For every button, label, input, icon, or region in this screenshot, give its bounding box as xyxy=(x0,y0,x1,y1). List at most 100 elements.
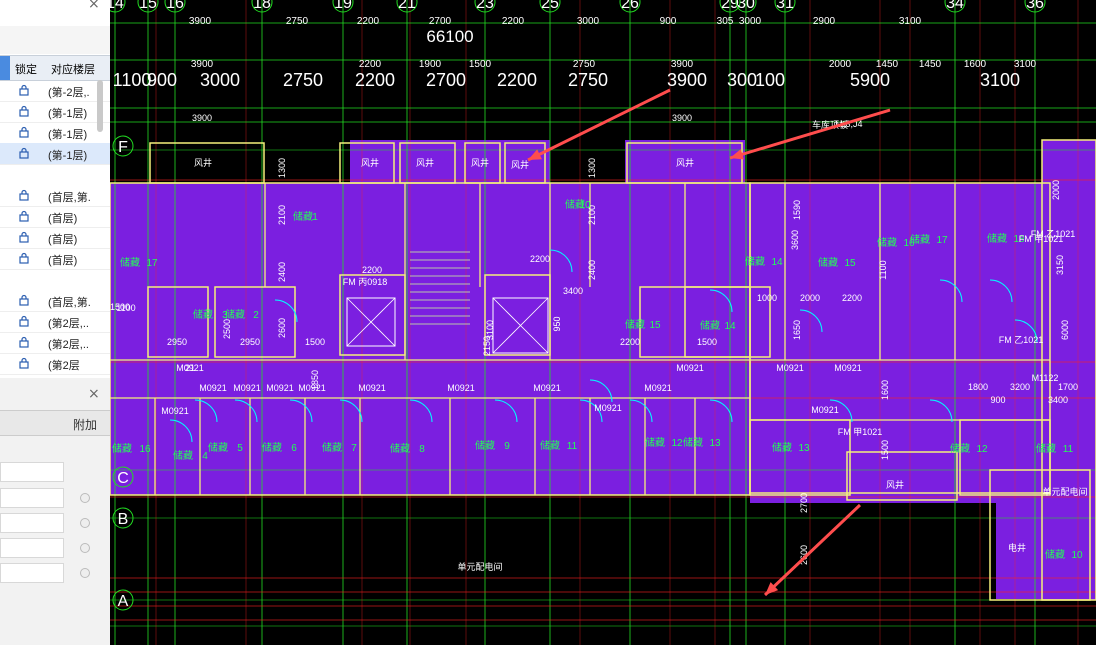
close-icon[interactable]: × xyxy=(88,0,100,12)
property-field[interactable] xyxy=(0,563,64,583)
axis-label: 23 xyxy=(476,0,494,12)
room-label: 储藏 xyxy=(700,319,720,332)
door-label: M0921 xyxy=(199,383,227,393)
room-label: 储藏 xyxy=(877,236,897,249)
floor-label: (第-1层) xyxy=(48,150,88,162)
lock-icon[interactable] xyxy=(18,210,30,222)
axis-bubble xyxy=(112,466,134,488)
dimension-text: 1650 xyxy=(792,320,802,340)
dimension-text: 2200 xyxy=(842,293,862,303)
dimension-text: 100 xyxy=(755,70,785,90)
property-field[interactable] xyxy=(0,488,64,508)
room-label: 储藏 xyxy=(565,198,585,211)
room-label: 15 xyxy=(844,258,856,269)
scrollbar[interactable] xyxy=(97,80,103,132)
door-swing xyxy=(939,279,963,303)
lock-icon[interactable] xyxy=(18,336,30,348)
room-label: 1 xyxy=(312,212,318,223)
property-radio[interactable] xyxy=(80,518,90,528)
room-label: 16 xyxy=(903,238,915,249)
axis-bubble xyxy=(1024,0,1046,13)
door-swing xyxy=(829,399,853,423)
dimension-text: 1500 xyxy=(697,337,717,347)
dimension-text: 2100 xyxy=(587,205,597,225)
dimension-text: 1450 xyxy=(876,59,899,70)
layer-row[interactable]: (第-1层) xyxy=(0,143,110,165)
lock-icon[interactable] xyxy=(18,126,30,138)
attach-tab[interactable]: 附加 xyxy=(73,418,98,432)
dimension-text: 1300 xyxy=(277,158,287,178)
layer-row[interactable]: (第2层,.. xyxy=(0,332,110,354)
layer-row[interactable]: (首层) xyxy=(0,227,110,249)
dimension-text: 3900 xyxy=(191,59,214,70)
room-fill xyxy=(750,183,1050,503)
door-swing xyxy=(289,399,313,423)
layer-row[interactable]: (第-2层,. xyxy=(0,80,110,102)
room-label: 储藏 xyxy=(987,232,1007,245)
room-label: 7 xyxy=(351,443,357,454)
lock-icon[interactable] xyxy=(18,315,30,327)
property-field[interactable] xyxy=(0,513,64,533)
dimension-text: 2700 xyxy=(429,16,452,27)
wall-outline xyxy=(684,286,751,358)
door-swing xyxy=(549,249,573,273)
room-label: 储藏 xyxy=(772,441,792,454)
close-icon[interactable]: × xyxy=(88,386,100,402)
layer-row[interactable]: (第2层 xyxy=(0,353,110,375)
door-swing xyxy=(589,379,613,403)
door-label: M0921 xyxy=(644,383,672,393)
room-label: 储藏 xyxy=(645,436,665,449)
lock-icon[interactable] xyxy=(18,189,30,201)
floor-label: (首层) xyxy=(48,213,78,225)
property-field[interactable] xyxy=(0,462,64,482)
lock-icon[interactable] xyxy=(18,252,30,264)
door-swing xyxy=(629,399,653,423)
axis-bubble xyxy=(396,0,418,13)
axis-label: 25 xyxy=(541,0,559,12)
dimension-text: 3100 xyxy=(485,320,495,340)
property-field[interactable] xyxy=(0,538,64,558)
axis-bubble xyxy=(112,135,134,157)
room-label: 6 xyxy=(291,443,297,454)
layer-row[interactable]: (第2层,.. xyxy=(0,311,110,333)
axis-bubble xyxy=(110,0,126,13)
property-radio[interactable] xyxy=(80,543,90,553)
room-label: 17 xyxy=(936,235,948,246)
dimension-text: 305 xyxy=(717,16,734,27)
axis-label: A xyxy=(118,593,129,610)
lock-icon[interactable] xyxy=(18,105,30,117)
lock-icon[interactable] xyxy=(18,357,30,369)
floor-label: (第-2层,. xyxy=(48,87,90,99)
layer-row[interactable]: (首层) xyxy=(0,248,110,270)
room-label: 储藏 xyxy=(193,308,213,321)
lock-icon[interactable] xyxy=(18,294,30,306)
layer-row[interactable]: (首层) xyxy=(0,206,110,228)
axis-label: 14 xyxy=(110,0,124,12)
dimension-text: 3900 xyxy=(667,70,707,90)
layer-row[interactable]: (第-1层) xyxy=(0,122,110,144)
room-fill xyxy=(1042,140,1096,600)
dimension-text: 3200 xyxy=(1010,382,1030,392)
dimension-text: 2600 xyxy=(277,318,287,338)
room-label: 储藏 xyxy=(910,233,930,246)
room-label: 11 xyxy=(567,441,578,452)
door-label: 单元配电间 xyxy=(1042,486,1087,497)
lock-icon[interactable] xyxy=(18,147,30,159)
layer-row[interactable]: (首层,第. xyxy=(0,185,110,207)
property-radio[interactable] xyxy=(80,568,90,578)
dimension-text: 3100 xyxy=(899,16,922,27)
room-label: 储藏 xyxy=(745,255,765,268)
lock-icon[interactable] xyxy=(18,84,30,96)
dimension-text: 900 xyxy=(990,395,1005,405)
dimension-text: 3000 xyxy=(577,16,600,27)
property-radio[interactable] xyxy=(80,493,90,503)
wall-outline xyxy=(846,451,958,501)
lock-icon[interactable] xyxy=(18,231,30,243)
dimension-text: 2200 xyxy=(530,254,550,264)
layer-row[interactable]: (第-1层) xyxy=(0,101,110,123)
panel-toolbar xyxy=(0,26,110,54)
layer-row[interactable]: (首层,第. xyxy=(0,290,110,312)
room-label: 13 xyxy=(709,438,721,449)
dimension-text: 3900 xyxy=(189,16,212,27)
